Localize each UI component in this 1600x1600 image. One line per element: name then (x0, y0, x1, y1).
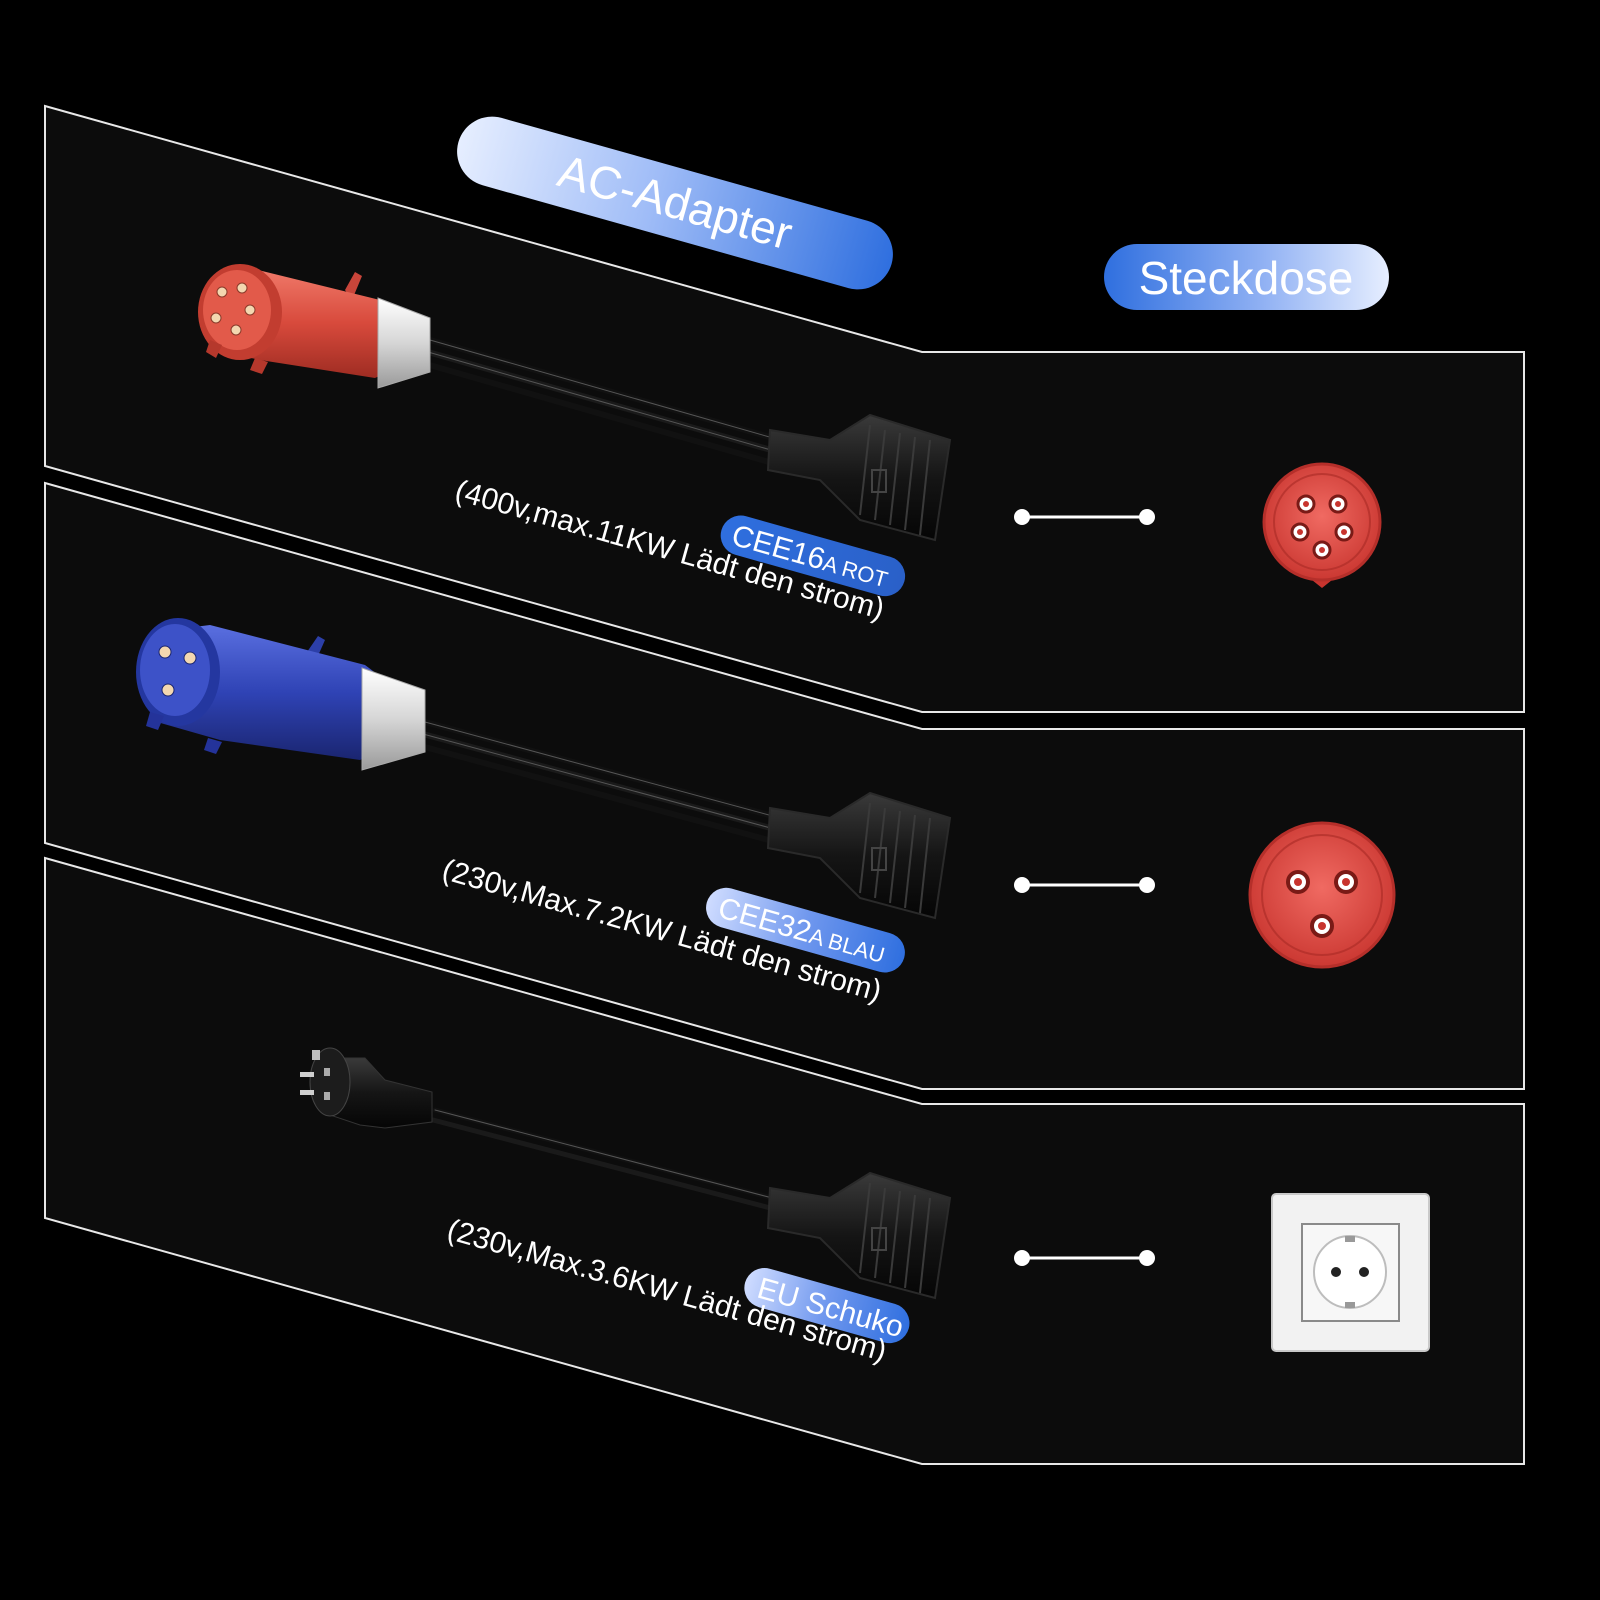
connector-cee32 (766, 791, 952, 920)
connector-schuko (766, 1171, 952, 1300)
panel-schuko (44, 856, 1525, 1465)
schuko-wall-socket-icon (1271, 1193, 1430, 1352)
adapter-row-schuko: EU Schuko (230v,Max.3.6KW Lädt den strom… (300, 1047, 1430, 1368)
cee16-red-socket-icon (1262, 462, 1382, 588)
cable-cee16 (423, 337, 783, 467)
link-line-schuko (1014, 1250, 1155, 1266)
cable-schuko (430, 1107, 783, 1213)
ac-adapter-label: AC-Adapter (553, 144, 798, 259)
cable-cee32 (418, 719, 783, 845)
plug-cee32-blue (136, 618, 426, 771)
panel-cee16 (44, 104, 1525, 713)
link-line-cee16 (1014, 509, 1155, 525)
connector-cee16 (766, 413, 952, 542)
plug-schuko-black (300, 1047, 433, 1129)
cee32-red-socket-icon (1248, 821, 1396, 969)
steckdose-header: Steckdose (1104, 244, 1389, 310)
steckdose-label: Steckdose (1139, 252, 1354, 304)
panel-cee32 (44, 481, 1525, 1090)
link-line-cee32 (1014, 877, 1155, 893)
plug-cee16-red (198, 264, 431, 389)
